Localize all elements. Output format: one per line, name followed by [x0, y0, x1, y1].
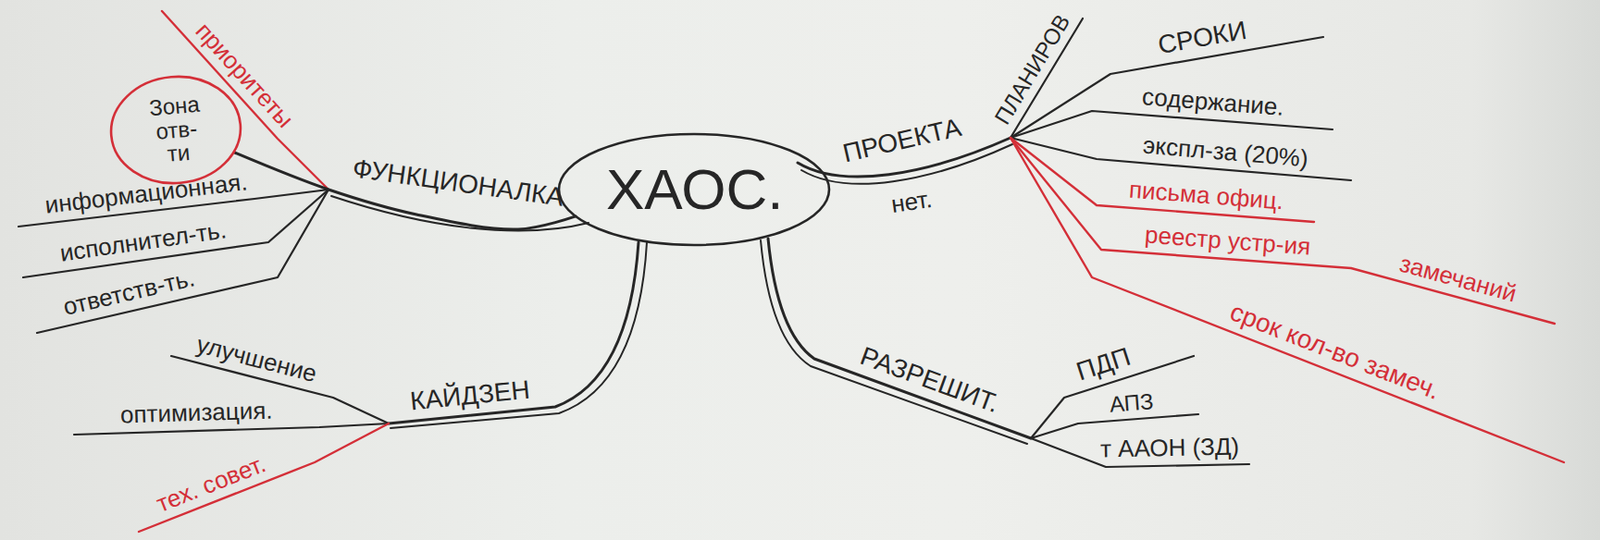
branch-label: экспл-за (20%): [1140, 131, 1312, 173]
branch-label: приоритеты: [189, 16, 300, 136]
branch-label: тех. совет.: [151, 449, 273, 519]
branch-label: замечаний: [1394, 249, 1521, 309]
branch-double-stroke: [760, 240, 1028, 445]
branch-trunk: [388, 242, 639, 424]
branch-label: улучшение: [191, 331, 322, 389]
branch-label: информационная.: [41, 168, 251, 220]
outline-ellipse: [558, 134, 830, 246]
branch-line: [138, 423, 389, 533]
branch-label: ПДП: [1071, 342, 1137, 388]
branch-label: т ААОН (ЗД): [1098, 433, 1242, 463]
branch-label: письма офиц.: [1127, 176, 1288, 216]
branch-label: нет.: [887, 185, 936, 218]
branch-label: КАЙДЗЕН: [407, 376, 534, 418]
node-text: ХАОС.: [605, 159, 784, 222]
branch-label: ФУНКЦИОНАЛКА: [348, 153, 568, 212]
branch-label: ответств-ть.: [59, 264, 199, 322]
node-text-box: ХАОС.: [605, 159, 784, 222]
branch-label: срок кол-во замеч.: [1224, 297, 1446, 408]
center-oval: ХАОС.: [557, 132, 832, 248]
node-text: Зона отв-ти: [147, 91, 206, 168]
branch-line: [1010, 137, 1564, 463]
branch-label: АПЗ: [1106, 389, 1156, 418]
branch-label: реестр устр-ия: [1141, 221, 1314, 261]
branch-label: РАЗРЕШИТ.: [854, 341, 1005, 420]
branch-label: исполнител-ть.: [56, 216, 230, 268]
branch-double-stroke: [390, 242, 647, 429]
branch-label: СРОКИ: [1154, 16, 1252, 62]
branch-label: содержание.: [1140, 83, 1288, 122]
node-text-box: Зона отв-ти: [147, 91, 206, 168]
branch-connector: [234, 152, 576, 230]
branch-label: оптимизация.: [118, 396, 275, 429]
branch-label: ПРОЕКТА: [838, 112, 966, 169]
branch-trunk: [768, 238, 1031, 439]
branch-label: ПЛАНИРОВ: [989, 9, 1077, 132]
